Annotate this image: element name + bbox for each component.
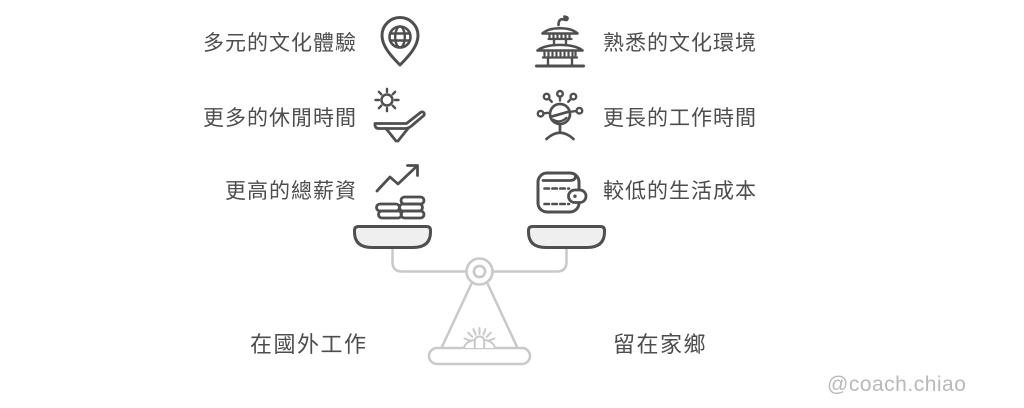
busy-person-icon [530,87,590,147]
wallet-icon [530,160,590,220]
left-item-salary-label: 更高的總薪資 [225,180,357,203]
right-item-hours-label: 更長的工作時間 [603,107,757,130]
left-item-culture: 多元的文化體驗 [0,9,430,75]
right-footer-label: 留在家鄉 [613,332,708,357]
left-footer-label: 在國外工作 [250,332,368,357]
left-item-leisure: 更多的休閒時間 [0,84,430,150]
sun-lounger-icon [370,87,430,147]
temple-icon [530,12,590,72]
left-item-culture-label: 多元的文化體驗 [203,32,357,55]
right-item-hours: 更長的工作時間 [530,84,860,150]
left-item-leisure-label: 更多的休閒時間 [203,107,357,130]
watermark-handle: @coach.chiao [827,373,967,396]
right-item-culture-label: 熟悉的文化環境 [603,32,757,55]
globe-pin-icon [370,12,430,72]
left-item-salary: 更高的總薪資 [0,157,430,223]
right-item-cost-label: 較低的生活成本 [603,180,757,203]
balance-scale-icon [353,225,606,366]
rising-coins-icon [370,160,430,220]
right-item-cost: 較低的生活成本 [530,157,860,223]
right-item-culture: 熟悉的文化環境 [530,9,860,75]
